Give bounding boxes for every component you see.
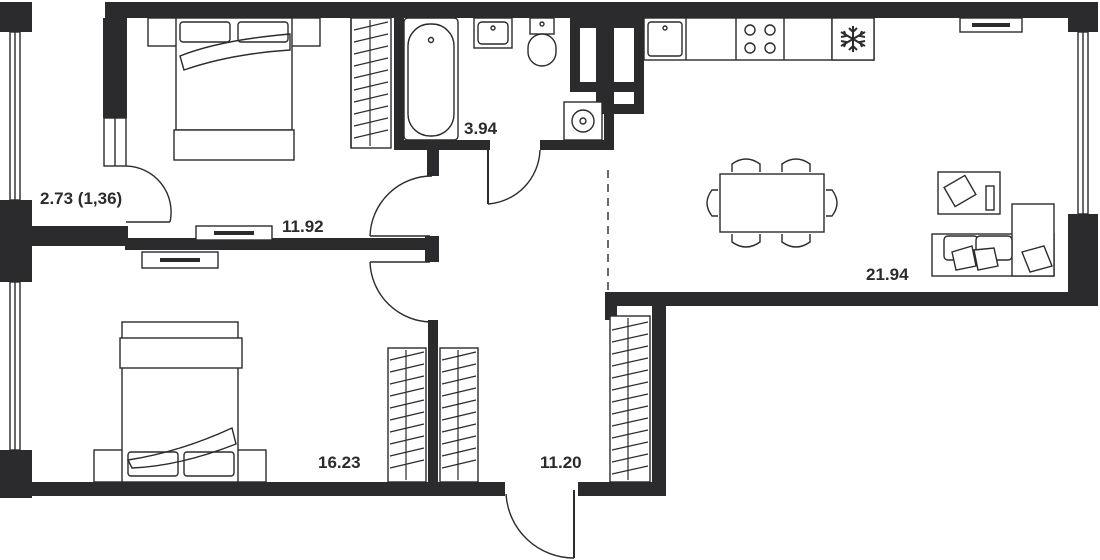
balcony-area-label: 2.73 (1,36): [40, 189, 122, 208]
doors: [125, 148, 609, 559]
bed-icon: [93, 321, 267, 483]
dining-table-icon: [706, 158, 838, 248]
snowflake-icon: [831, 17, 875, 61]
stove-icon: [744, 24, 776, 54]
sofa-icon: [931, 203, 1055, 277]
bedroom-2-area-label: 16.23: [318, 453, 361, 472]
tv-stand-icon: [141, 225, 273, 269]
kitchen-living-area-label: 21.94: [866, 265, 909, 284]
bathtub-icon: [403, 17, 459, 141]
wardrobes: [350, 17, 651, 483]
washing-machine-icon: [563, 101, 603, 141]
bedroom-1-area-label: 11.92: [282, 217, 324, 236]
radiator-icon: [959, 17, 1023, 33]
bed-icon: [147, 17, 321, 161]
hallway-area-label: 11.20: [540, 453, 582, 472]
sink-icon: [647, 21, 683, 57]
tv-icon: [937, 171, 1001, 215]
walls: [0, 2, 1098, 498]
bathroom-area-label: 3.94: [464, 119, 498, 138]
toilet-icon: [527, 17, 557, 67]
windows: [9, 31, 1089, 451]
sink-icon: [473, 17, 513, 49]
